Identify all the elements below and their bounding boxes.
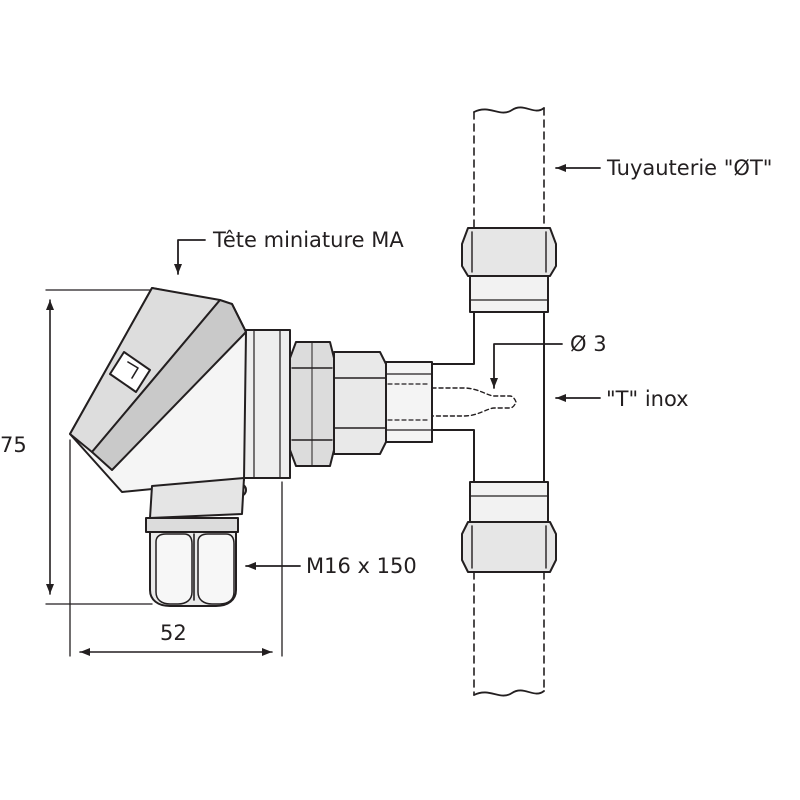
label-tee: "T" inox: [606, 387, 689, 411]
dimension-lines: [45, 289, 283, 657]
compression-fitting: [289, 341, 517, 467]
stainless-tee: [431, 227, 557, 573]
pipe: [473, 106, 545, 697]
miniature-head: [69, 287, 291, 607]
label-pipe: Tuyauterie "ØT": [606, 156, 772, 180]
leader-lines: [174, 164, 601, 570]
dimension-width: 52: [160, 621, 187, 645]
label-diameter: Ø 3: [570, 332, 607, 356]
dimension-height: 75: [0, 433, 27, 457]
label-head: Tête miniature MA: [212, 228, 404, 252]
label-gland: M16 x 150: [306, 554, 417, 578]
